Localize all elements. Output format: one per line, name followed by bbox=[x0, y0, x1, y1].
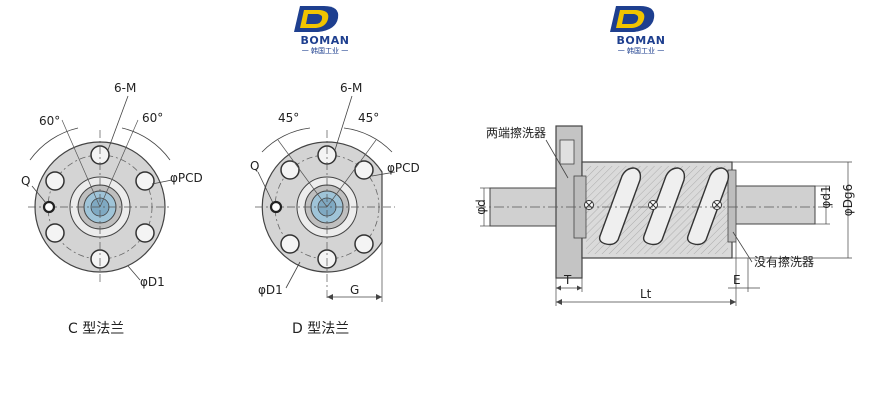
side-flange-port bbox=[559, 139, 575, 165]
logo-left: BOMAN 一 韩国工业 一 bbox=[280, 4, 370, 55]
no-wiper-label: 没有擦洗器 bbox=[754, 254, 814, 269]
c-angle-right-label: 60° bbox=[142, 111, 163, 125]
bolt-hole bbox=[280, 160, 300, 180]
logo-mark-icon bbox=[294, 6, 339, 32]
logo-subtitle: 一 韩国工业 一 bbox=[301, 47, 349, 55]
d-holes-label: 6-M bbox=[340, 81, 362, 95]
logo-subtitle: 一 韩国工业 一 bbox=[617, 47, 665, 55]
d-angle-right-label: 45° bbox=[358, 111, 379, 125]
side-dg6-label: φDg6 bbox=[841, 184, 855, 216]
wiper-both-ends-label: 两端擦洗器 bbox=[486, 126, 546, 140]
side-lt-label: Lt bbox=[640, 287, 652, 301]
bolt-hole bbox=[135, 171, 155, 191]
bolt-hole bbox=[280, 234, 300, 254]
logo-name: BOMAN bbox=[616, 34, 666, 47]
d-flange-caption: D 型法兰 bbox=[292, 321, 350, 337]
d-flange-view: 45° 45° 6-M Q φPCD φD1 G bbox=[250, 81, 420, 302]
logo-right: BOMAN 一 韩国工业 一 bbox=[596, 4, 686, 55]
c-q-label: Q bbox=[21, 174, 30, 188]
c-holes-label: 6-M bbox=[114, 81, 136, 95]
side-view: φd φd1 φDg6 T Lt E bbox=[474, 125, 855, 306]
side-e-label: E bbox=[733, 273, 741, 287]
bolt-hole bbox=[45, 171, 65, 191]
d-pcd-label: φPCD bbox=[387, 161, 420, 175]
nut-end-right bbox=[727, 169, 737, 243]
side-t-label: T bbox=[563, 273, 572, 287]
d-g-label: G bbox=[350, 283, 359, 297]
c-angle-left-label: 60° bbox=[39, 114, 60, 128]
d-d1-label: φD1 bbox=[258, 283, 283, 297]
logo-name: BOMAN bbox=[300, 34, 350, 47]
c-pcd-label: φPCD bbox=[170, 171, 203, 185]
bolt-hole bbox=[354, 234, 374, 254]
d-q-label: Q bbox=[250, 159, 259, 173]
ball-return-tubes bbox=[598, 167, 730, 246]
side-d-label: φd bbox=[474, 199, 488, 215]
c-flange-view: 60° 60° 6-M Q φPCD φD1 bbox=[21, 81, 203, 289]
logo-mark-icon bbox=[610, 6, 655, 32]
side-d1-label: φd1 bbox=[819, 185, 833, 208]
d-q-port bbox=[269, 200, 283, 214]
d-angle-left-label: 45° bbox=[278, 111, 299, 125]
bolt-hole bbox=[354, 160, 374, 180]
shaft-right bbox=[732, 185, 816, 225]
bolt-hole bbox=[135, 223, 155, 243]
c-flange-caption: C 型法兰 bbox=[68, 321, 125, 337]
c-q-port bbox=[42, 200, 56, 214]
c-d1-label: φD1 bbox=[140, 275, 165, 289]
bolt-hole bbox=[45, 223, 65, 243]
